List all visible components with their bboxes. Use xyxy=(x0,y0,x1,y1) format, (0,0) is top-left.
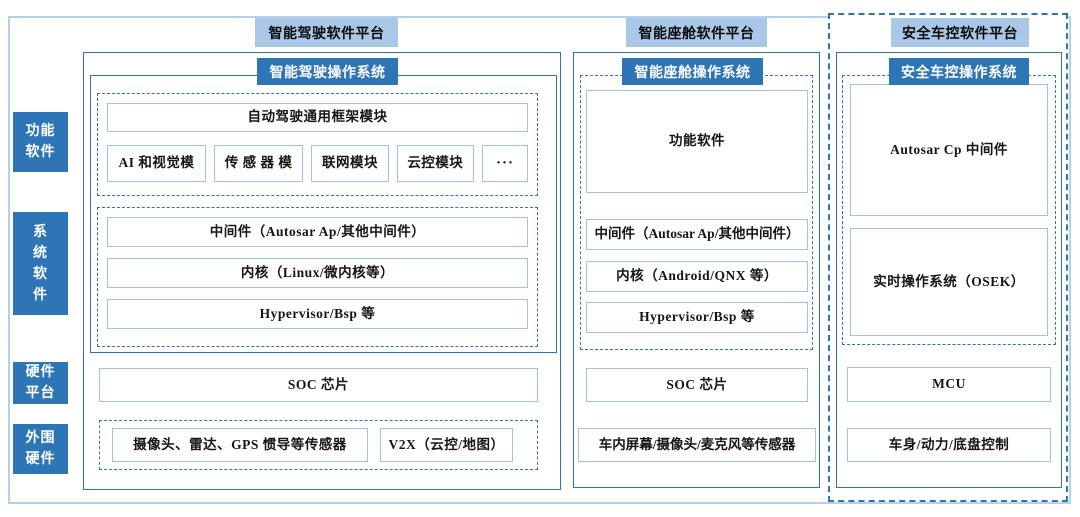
control-autosar-cp-box: Autosar Cp 中间件 xyxy=(850,84,1048,216)
control-body-control-box: 车身/动力/底盘控制 xyxy=(847,428,1051,462)
driving-module-cloud-control: 云控模块 xyxy=(396,145,474,182)
driving-os-header: 智能驾驶操作系统 xyxy=(257,58,398,85)
driving-middleware-box: 中间件（Autosar Ap/其他中间件） xyxy=(107,217,528,247)
driving-module-row: AI 和视觉模 传 感 器 模 联网模块 云控模块 ··· xyxy=(107,145,528,182)
driving-soc-box: SOC 芯片 xyxy=(99,368,538,402)
driving-module-sensor: 传 感 器 模 xyxy=(213,145,304,182)
driving-peripheral-group xyxy=(99,420,538,470)
driving-functional-group xyxy=(97,93,538,196)
driving-v2x-box: V2X（云控/地图） xyxy=(380,428,513,462)
driving-platform-header: 智能驾驶软件平台 xyxy=(255,18,398,47)
side-label-functional-software: 功能 软件 xyxy=(13,112,68,172)
cockpit-functional-software-box: 功能软件 xyxy=(586,90,808,193)
driving-framework-box: 自动驾驶通用框架模块 xyxy=(107,103,528,132)
driving-system-group xyxy=(97,207,538,347)
driving-kernel-box: 内核（Linux/微内核等） xyxy=(107,258,528,288)
driving-sensors-box: 摄像头、雷达、GPS 惯导等传感器 xyxy=(112,428,368,462)
driving-module-network: 联网模块 xyxy=(311,145,389,182)
cockpit-sensors-box: 车内屏幕/摄像头/麦克风等传感器 xyxy=(578,428,816,462)
control-platform-header: 安全车控软件平台 xyxy=(891,18,1029,47)
control-rtos-box: 实时操作系统（OSEK） xyxy=(850,228,1048,336)
driving-module-ellipsis: ··· xyxy=(481,145,528,182)
cockpit-platform-header: 智能座舱软件平台 xyxy=(626,18,767,47)
side-label-peripheral-hardware: 外围 硬件 xyxy=(13,424,68,474)
driving-hypervisor-box: Hypervisor/Bsp 等 xyxy=(107,299,528,329)
control-os-header: 安全车控操作系统 xyxy=(889,58,1029,85)
driving-module-ai-vision: AI 和视觉模 xyxy=(107,145,206,182)
control-mcu-box: MCU xyxy=(847,367,1051,402)
cockpit-os-header: 智能座舱操作系统 xyxy=(622,58,763,85)
side-label-hardware-platform: 硬件 平台 xyxy=(13,362,68,404)
cockpit-soc-box: SOC 芯片 xyxy=(586,368,808,402)
cockpit-middleware-box: 中间件（Autosar Ap/其他中间件） xyxy=(586,219,808,250)
cockpit-hypervisor-box: Hypervisor/Bsp 等 xyxy=(586,302,808,333)
cockpit-kernel-box: 内核（Android/QNX 等） xyxy=(586,261,808,292)
side-label-system-software: 系 统 软 件 xyxy=(13,212,68,315)
